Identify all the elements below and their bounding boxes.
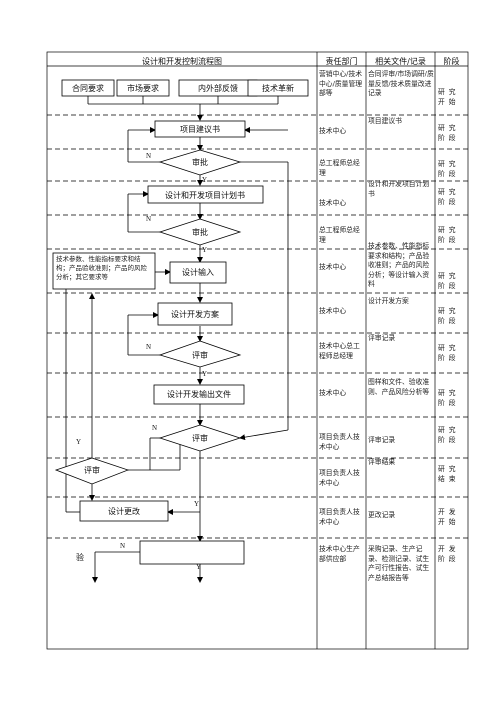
row-docs: 更改记录 (368, 511, 396, 519)
row-dept: 总工程师总经理 (319, 226, 360, 244)
row-stage: 研究阶段 (438, 344, 460, 362)
trial-production-box (139, 540, 245, 565)
row-docs: 合同评审/市场调研/质量反馈/技术质量改进记录 (368, 70, 434, 97)
n-marker: N (146, 215, 151, 223)
row-stage: 研究阶段 (438, 389, 460, 407)
design-scheme-label: 设计开发方案 (171, 309, 219, 319)
flowchart-title: 设计和开发控制流程图 (142, 57, 222, 66)
docs-column-header: 相关文件/记录 (375, 57, 426, 66)
row-stage: 研究阶段 (438, 307, 460, 325)
row-dept: 技术中心 (319, 307, 347, 315)
row-docs: 评审结果 (368, 458, 396, 466)
row-stage: 研究开始 (438, 88, 460, 106)
stage-column-header: 阶段 (443, 57, 460, 66)
review2-diamond (158, 218, 242, 246)
y-marker: Y (76, 438, 81, 446)
input-box-market (116, 79, 170, 97)
row-dept: 营销中心/技术中心/质量管理部等 (319, 70, 363, 97)
y-marker: Y (202, 370, 207, 378)
eval3-diamond (54, 457, 130, 485)
row-docs: 评审记录 (368, 436, 396, 444)
row-dept: 技术中心生产部供应部 (319, 545, 360, 563)
input-box-contract (61, 79, 115, 97)
review1-diamond (158, 149, 242, 176)
row-stage: 研究结束 (438, 465, 460, 483)
proposal-box (154, 120, 246, 138)
row-dept: 技术中心 (319, 389, 347, 397)
row-dept: 项目负责人技术中心 (319, 433, 360, 451)
row-stage: 研究阶段 (438, 426, 460, 444)
design-input-label: 设计输入 (182, 267, 214, 277)
design-output-box (153, 384, 245, 405)
design-change-label: 设计更改 (108, 506, 140, 516)
row-dept: 技术中心 (319, 199, 347, 207)
n-marker: N (120, 542, 125, 550)
table-frame (46, 51, 469, 650)
row-stage: 开发阶段 (438, 545, 460, 563)
dept-column-header: 责任部门 (325, 57, 358, 66)
row-stage: 研究阶段 (438, 188, 460, 206)
trial-side-label: 验 (76, 552, 84, 562)
row-docs: 采购记录、生产记录、检测记录、试生产可行性报告、试生产总结报告等 (368, 545, 430, 582)
row-dept: 项目负责人技术中心 (319, 469, 360, 487)
y-marker: Y (202, 176, 207, 184)
row-stage: 开发开始 (438, 508, 460, 526)
row-dept: 技术中心 (319, 127, 347, 135)
row-dept: 总工程师总经理 (319, 159, 360, 177)
input-contract-label: 合同要求 (72, 83, 104, 93)
plan-box (147, 185, 264, 204)
row-docs: 技术参数、性能指标要求和结构；产品验收准则；产品的风险分析；等设计输入资料 (368, 242, 430, 288)
connectors (65, 96, 289, 583)
design-scheme-box (157, 302, 233, 326)
row-stage: 研究阶段 (438, 160, 460, 178)
row-docs: 项目建议书 (368, 117, 402, 125)
n-marker: N (152, 424, 157, 432)
y-marker: Y (196, 563, 201, 571)
eval1-label: 评审 (192, 350, 208, 360)
input-box-innovation (247, 79, 309, 97)
n-marker: N (146, 152, 151, 160)
design-output-label: 设计开发输出文件 (167, 389, 231, 399)
input-feedback-label: 内外部反馈 (198, 83, 238, 93)
proposal-label: 项目建议书 (180, 124, 220, 134)
input-market-label: 市场要求 (127, 83, 159, 93)
n-marker: N (146, 343, 151, 351)
review2-label: 审批 (192, 227, 208, 237)
eval2-label: 评审 (192, 433, 208, 443)
eval2-diamond (158, 424, 242, 452)
eval3-label: 评审 (84, 465, 100, 475)
row-dept: 技术中心总工程师总经理 (319, 342, 360, 360)
design-input-box (169, 261, 227, 284)
y-marker: Y (194, 500, 199, 508)
design-change-box (79, 500, 169, 522)
row-docs: 设计和开发项目计划书 (368, 180, 430, 198)
review1-label: 审批 (192, 157, 208, 167)
row-docs: 图样和文件、验收准则、产品风险分析等 (368, 378, 430, 396)
design-input-note: 技术参数、性能指标要求和结构；产品验收准则；产品的风险分析；其它要求等 (56, 255, 147, 281)
row-stage: 研究阶段 (438, 272, 460, 290)
row-stage: 研究阶段 (438, 226, 460, 244)
input-note-box (52, 252, 156, 290)
row-stage: 研究阶段 (438, 124, 460, 142)
row-dept: 技术中心 (319, 263, 347, 271)
y-marker: Y (202, 246, 207, 254)
row-separators (47, 114, 468, 539)
input-innovation-label: 技术革新 (262, 83, 294, 93)
row-dept: 项目负责人技术中心 (319, 508, 360, 526)
row-docs: 评审记录 (368, 334, 396, 342)
plan-label: 设计和开发项目计划书 (165, 190, 245, 200)
eval1-diamond (158, 340, 242, 368)
row-docs: 设计开发方案 (368, 297, 409, 305)
